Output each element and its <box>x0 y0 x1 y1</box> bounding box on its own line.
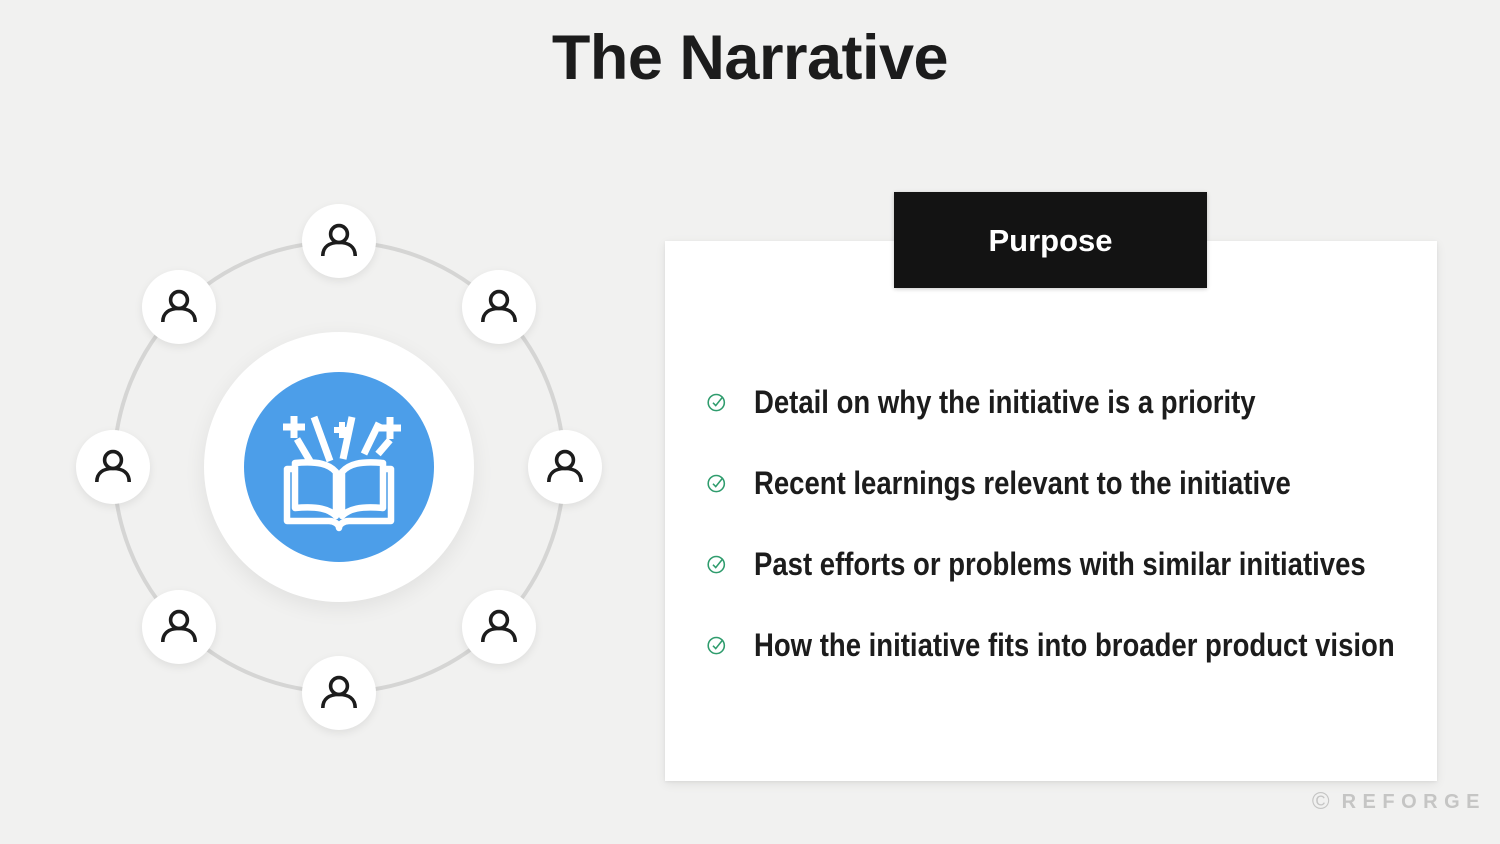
person-node <box>142 270 216 344</box>
purpose-bullet-text: How the initiative fits into broader pro… <box>754 627 1395 663</box>
watermark-brand: REFORGE <box>1341 791 1486 813</box>
purpose-bullet: Recent learnings relevant to the initiat… <box>706 466 1499 500</box>
person-icon <box>321 223 357 257</box>
watermark: © REFORGE <box>1312 787 1486 817</box>
sparkle-plus-icon <box>283 416 401 439</box>
person-icon <box>321 675 357 709</box>
person-icon <box>481 609 517 643</box>
person-node <box>462 590 536 664</box>
person-node <box>142 590 216 664</box>
purpose-bullet: Past efforts or problems with similar in… <box>706 547 1499 581</box>
person-icon <box>161 609 197 643</box>
purpose-bullet-text: Detail on why the initiative is a priori… <box>754 384 1256 420</box>
check-circle-icon <box>707 636 726 655</box>
person-icon <box>161 289 197 323</box>
purpose-header: Purpose <box>894 192 1207 288</box>
purpose-bullet: How the initiative fits into broader pro… <box>706 628 1499 662</box>
purpose-bullet: Detail on why the initiative is a priori… <box>706 385 1499 419</box>
person-node <box>76 430 150 504</box>
open-book <box>283 459 395 532</box>
purpose-card: Detail on why the initiative is a priori… <box>665 241 1437 781</box>
check-circle-icon <box>707 555 726 574</box>
person-node <box>302 656 376 730</box>
person-icon <box>481 289 517 323</box>
purpose-header-label: Purpose <box>988 222 1113 258</box>
copyright-icon: © <box>1311 788 1330 815</box>
purpose-bullet-text: Past efforts or problems with similar in… <box>754 546 1366 582</box>
person-node <box>302 204 376 278</box>
check-circle-icon <box>707 393 726 412</box>
person-node <box>462 270 536 344</box>
check-circle-icon <box>707 474 726 493</box>
center-circle <box>204 332 474 602</box>
sparkle-rays <box>293 415 393 463</box>
page-title: The Narrative <box>551 23 949 93</box>
person-icon <box>547 449 583 483</box>
purpose-bullet-list: Detail on why the initiative is a priori… <box>706 385 1499 662</box>
book-with-sparkles-icon <box>244 372 434 562</box>
person-icon <box>95 449 131 483</box>
purpose-bullet-text: Recent learnings relevant to the initiat… <box>754 465 1291 501</box>
person-node <box>528 430 602 504</box>
